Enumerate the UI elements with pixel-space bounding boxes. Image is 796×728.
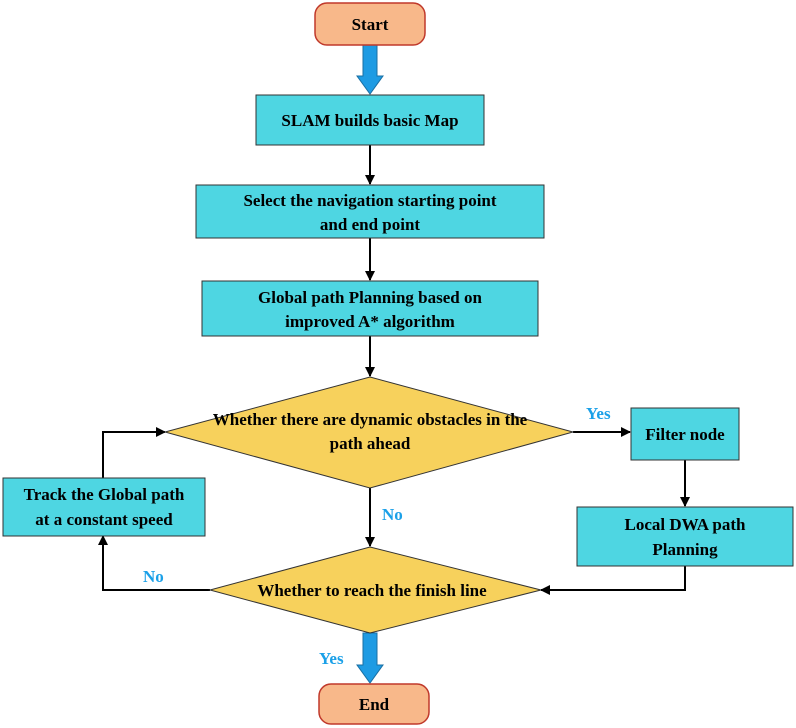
select-label-line-2: and end point xyxy=(320,215,420,234)
slam-label: SLAM builds basic Map xyxy=(281,111,458,130)
slam-process: SLAM builds basic Map xyxy=(255,94,485,146)
finish-decision: Whether to reach the finish line xyxy=(208,546,542,634)
obstacles-label-line-1: Whether there are dynamic obstacles in t… xyxy=(213,410,528,429)
finish-label: Whether to reach the finish line xyxy=(257,581,487,600)
end-label: End xyxy=(359,695,390,714)
filter-node-process: Filter node xyxy=(630,407,740,461)
end-terminal: End xyxy=(318,683,430,725)
edge-finish-no-to-track xyxy=(98,535,210,591)
block-arrow-start-to-slam xyxy=(356,44,384,95)
global-label-line-1: Global path Planning based on xyxy=(258,288,482,307)
start-terminal: Start xyxy=(314,2,426,46)
select-process: Select the navigation starting point and… xyxy=(195,184,545,239)
start-label: Start xyxy=(352,15,389,34)
obstacles-label-line-2: path ahead xyxy=(330,434,411,453)
track-process: Track the Global path at a constant spee… xyxy=(2,477,206,537)
obstacles-no-label: No xyxy=(382,505,403,524)
dwa-process: Local DWA path Planning xyxy=(576,506,794,567)
dwa-label-line-1: Local DWA path xyxy=(625,515,746,534)
edge-track-to-obstacles xyxy=(102,427,166,478)
global-label-line-2: improved A* algorithm xyxy=(285,312,455,331)
global-path-process: Global path Planning based on improved A… xyxy=(201,280,539,337)
dwa-label-line-2: Planning xyxy=(652,540,718,559)
finish-yes-label: Yes xyxy=(319,649,344,668)
track-label-line-1: Track the Global path xyxy=(24,485,185,504)
filter-label: Filter node xyxy=(645,425,725,444)
finish-no-label: No xyxy=(143,567,164,586)
obstacles-decision: Whether there are dynamic obstacles in t… xyxy=(163,376,575,489)
connectors xyxy=(98,145,690,595)
track-label-line-2: at a constant speed xyxy=(35,510,173,529)
obstacles-yes-label: Yes xyxy=(586,404,611,423)
block-arrow-finish-to-end xyxy=(356,632,384,684)
select-label-line-1: Select the navigation starting point xyxy=(243,191,496,210)
edge-dwa-to-finish xyxy=(540,566,686,595)
